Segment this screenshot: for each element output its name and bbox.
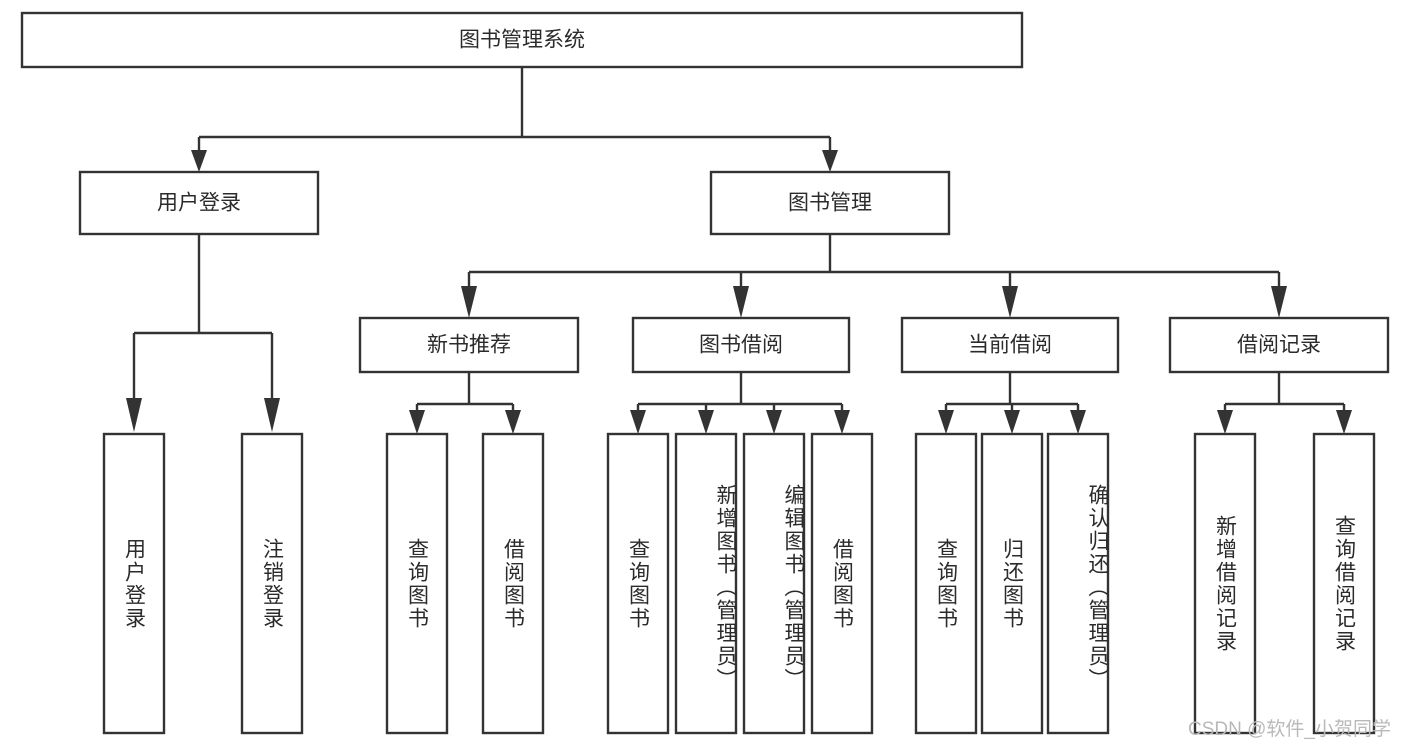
arrowhead-leaf-add-book xyxy=(698,410,714,434)
leaf-box-add-record[interactable] xyxy=(1193,432,1257,735)
node-book-borrow-box[interactable] xyxy=(631,316,851,374)
arrowhead-leaf-query-book-3 xyxy=(938,410,954,434)
node-new-book-recommend-label: 新书推荐 xyxy=(427,334,511,357)
arrowhead-leaf-add-record xyxy=(1217,410,1233,434)
leaf-box-query-book-1[interactable] xyxy=(385,432,449,735)
leaf-box-edit-book[interactable] xyxy=(742,432,806,735)
arrowhead-current-borrow xyxy=(1002,286,1018,318)
node-user-login-box[interactable] xyxy=(78,170,320,236)
connector-layer xyxy=(126,67,1352,434)
node-current-borrow[interactable]: 当前借阅 xyxy=(900,316,1120,374)
arrowhead-user-login xyxy=(191,150,207,172)
arrowhead-book-borrow xyxy=(733,286,749,318)
node-book-manage-label: 图书管理 xyxy=(788,192,872,215)
arrowhead-leaf-edit-book xyxy=(766,410,782,434)
arrowhead-borrow-record xyxy=(1271,286,1287,318)
node-current-borrow-label: 当前借阅 xyxy=(968,334,1052,357)
leaf-box-query-book-3[interactable] xyxy=(914,432,978,735)
node-book-manage-box[interactable] xyxy=(709,170,951,236)
node-root-box[interactable] xyxy=(20,11,1024,69)
leaf-box-borrow-book-2[interactable] xyxy=(810,432,874,735)
arrowhead-leaf-borrow-book-1 xyxy=(505,410,521,434)
node-book-borrow[interactable]: 图书借阅 xyxy=(631,316,851,374)
node-current-borrow-box[interactable] xyxy=(900,316,1120,374)
node-new-book-recommend[interactable]: 新书推荐 xyxy=(358,316,580,374)
leaf-box-logout-login[interactable] xyxy=(240,432,304,735)
arrowhead-leaf-confirm-return xyxy=(1070,410,1086,434)
leaf-box-add-book[interactable] xyxy=(674,432,738,735)
node-borrow-record-box[interactable] xyxy=(1168,316,1390,374)
leaf-box-user-login[interactable] xyxy=(102,432,166,735)
arrowhead-leaf-query-book-2 xyxy=(630,410,646,434)
arrowhead-leaf-borrow-book-2 xyxy=(834,410,850,434)
leaf-box-borrow-book-1[interactable] xyxy=(481,432,545,735)
node-user-login-label: 用户登录 xyxy=(157,192,241,215)
node-root[interactable]: 图书管理系统 xyxy=(20,11,1024,69)
node-borrow-record[interactable]: 借阅记录 xyxy=(1168,316,1390,374)
node-user-login[interactable]: 用户登录 xyxy=(78,170,320,236)
arrowhead-new-book-recommend xyxy=(461,286,477,318)
node-root-label: 图书管理系统 xyxy=(459,29,585,52)
node-new-book-recommend-box[interactable] xyxy=(358,316,580,374)
arrowhead-leaf-query-book-1 xyxy=(409,410,425,434)
arrowhead-leaf-return-book xyxy=(1004,410,1020,434)
arrowhead-leaf-user-login xyxy=(126,398,142,432)
arrowhead-book-manage xyxy=(822,150,838,172)
leaf-box-query-book-2[interactable] xyxy=(606,432,670,735)
arrowhead-leaf-query-record xyxy=(1336,410,1352,434)
node-book-borrow-label: 图书借阅 xyxy=(699,334,783,357)
leaf-box-query-record[interactable] xyxy=(1312,432,1376,735)
arrowhead-leaf-logout-login xyxy=(264,398,280,432)
node-book-manage[interactable]: 图书管理 xyxy=(709,170,951,236)
leaf-box-confirm-return[interactable] xyxy=(1046,432,1110,735)
leaf-box-return-book[interactable] xyxy=(980,432,1044,735)
node-borrow-record-label: 借阅记录 xyxy=(1237,334,1321,357)
